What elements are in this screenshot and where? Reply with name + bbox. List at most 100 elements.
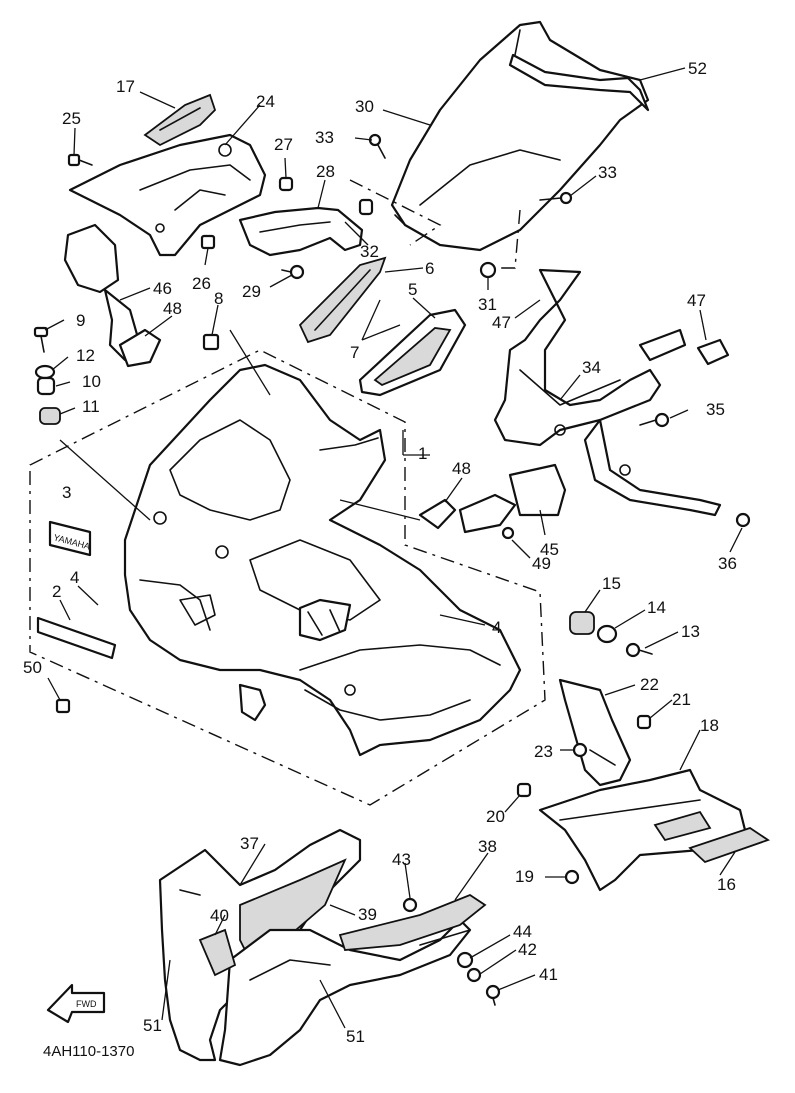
callout-17: 17 [116,77,135,96]
callout-14: 14 [647,598,666,617]
callout-31: 31 [478,295,497,314]
callout-35: 35 [706,400,725,419]
callout-51: 51 [346,1027,365,1046]
bolt-23 [572,742,588,758]
callout-4: 4 [492,618,501,637]
strip-6 [298,256,387,344]
bolt-35 [639,412,670,428]
callout-26: 26 [192,274,211,293]
strip-16 [688,827,771,864]
callout-51: 51 [143,1016,162,1035]
callout-18: 18 [700,716,719,735]
callout-23: 23 [534,742,553,761]
callout-22: 22 [640,675,659,694]
callout-30: 30 [355,97,374,116]
callout-46: 46 [153,279,172,298]
gasket-48-left [118,328,162,368]
callout-32: 32 [360,242,379,261]
washer-12 [34,364,56,380]
callout-6: 6 [425,259,434,278]
upper-cowling-1 [123,363,522,757]
mirror-45 [458,463,567,534]
callout-40: 40 [210,906,229,925]
assembly-boundary-upper [29,349,546,806]
callout-38: 38 [478,837,497,856]
callout-4: 4 [70,568,79,587]
callout-50: 50 [23,658,42,677]
panel-5 [358,308,467,397]
callout-43: 43 [392,850,411,869]
panel-38 [338,893,487,951]
callout-27: 27 [274,135,293,154]
callout-37: 37 [240,834,259,853]
callout-numbers: 52 30 33 33 17 24 25 27 28 32 6 26 29 31… [23,59,737,1046]
nut-27 [278,176,294,192]
callout-24: 24 [256,92,275,111]
grommet-26 [200,234,216,250]
callout-11: 11 [82,397,100,416]
callout-7: 7 [350,343,359,362]
callout-20: 20 [486,807,505,826]
assembly-boundary-screen [349,179,521,269]
callout-41: 41 [539,965,558,984]
bolt-13 [625,642,653,658]
fwd-label: FWD [76,999,97,1009]
plate-47-right [696,338,730,366]
callout-3: 3 [62,483,71,502]
windscreen-trim-52 [508,29,650,112]
callout-52: 52 [688,59,707,78]
cover-17 [143,93,217,147]
bolt-25 [67,153,93,167]
callout-48: 48 [452,459,471,478]
callout-9: 9 [76,311,85,330]
callout-21: 21 [672,690,691,709]
callout-36: 36 [718,554,737,573]
nut-31 [479,261,497,279]
callout-42: 42 [518,940,537,959]
screw-19 [564,869,580,885]
callout-33: 33 [315,128,334,147]
collar-10 [36,376,56,396]
callout-8: 8 [214,289,223,308]
callout-33: 33 [598,163,617,182]
drawing-code: 4AH110-1370 [43,1043,134,1060]
callout-5: 5 [408,280,417,299]
duct-28 [238,206,364,257]
callout-47: 47 [687,291,706,310]
bolt-9 [33,326,49,353]
nut-20 [516,782,532,798]
screw-49 [501,526,515,540]
callout-48: 48 [163,299,182,318]
fwd-arrow-icon: FWD [46,983,106,1024]
nut-21 [636,714,652,730]
bracket-stay-34 [493,268,722,517]
grommet-11 [39,407,61,425]
callout-2: 2 [52,582,61,601]
collar-14 [596,624,618,644]
leader-lines [44,67,743,1029]
callout-28: 28 [316,162,335,181]
damper-15 [569,611,595,635]
callout-15: 15 [602,574,621,593]
callout-34: 34 [582,358,601,377]
gasket-48-right [418,498,457,530]
callout-16: 16 [717,875,736,894]
bolt-36 [735,512,751,528]
clip-50 [55,698,71,714]
panel-40 [198,928,237,977]
callout-19: 19 [515,867,534,886]
callout-12: 12 [76,346,95,365]
callout-29: 29 [242,282,261,301]
callout-45: 45 [540,540,559,559]
bolt-29 [281,264,305,280]
emblem-2 [36,616,117,660]
side-cover-18 [538,768,747,892]
callout-39: 39 [358,905,377,924]
hardware-43-44-42-41 [402,897,501,1006]
screws-33 [368,133,573,205]
callout-13: 13 [681,622,700,641]
callout-47: 47 [492,313,511,332]
callout-25: 25 [62,109,81,128]
clip-32 [358,198,374,216]
